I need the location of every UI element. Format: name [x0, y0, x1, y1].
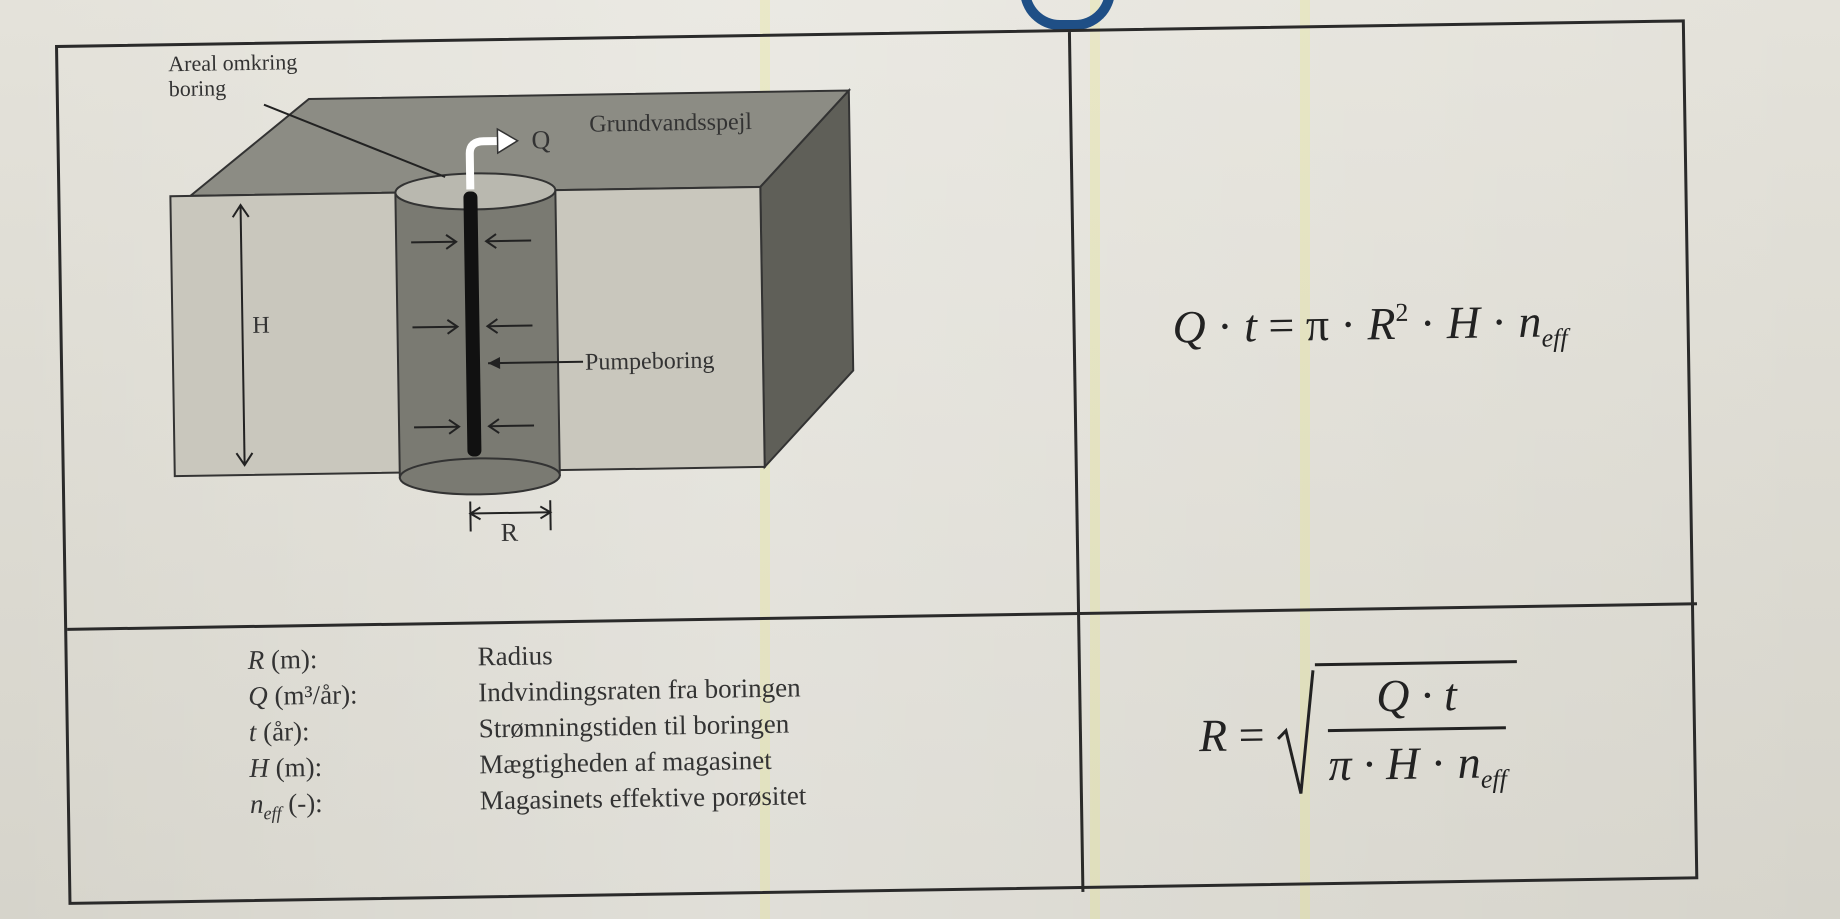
fraction-numerator: Q · t [1375, 669, 1458, 722]
highlight-stripe [1300, 0, 1310, 919]
legend-description: Mægtigheden af magasinet [479, 744, 772, 780]
highlight-stripe [1090, 0, 1100, 919]
legend-unit: (m): [263, 643, 318, 675]
legend-unit: (år): [256, 716, 310, 747]
radius-dimension [468, 500, 553, 532]
legend-description: Magasinets effektive porøsitet [479, 780, 807, 816]
well-diagram: Areal omkring boring Q Grundvandsspejl H… [168, 49, 855, 547]
formula-lhs: R [1198, 709, 1228, 761]
water-table-label: Grundvandsspejl [589, 109, 752, 138]
area-label: Areal omkring [168, 49, 297, 76]
column-divider [1067, 32, 1085, 892]
pump-pointer-head [488, 357, 501, 370]
table-frame: Areal omkring boring Q Grundvandsspejl H… [55, 19, 1699, 905]
pump-pipe [463, 191, 482, 457]
q-label: Q [531, 125, 550, 154]
height-arrow [231, 203, 254, 467]
formula-equals: = [1226, 708, 1277, 761]
area-label-2: boring [169, 75, 227, 101]
fraction-denominator: π · H · neff [1328, 736, 1508, 794]
legend-subscript: eff [263, 802, 282, 824]
pump-pointer-line [488, 360, 584, 365]
legend-row: neff (-): Magasinets effektive porøsitet [250, 780, 807, 825]
outflow-arrow-head [496, 127, 520, 155]
symbol-legend: R (m): Radius Q (m³/år): Indvindingsrate… [247, 636, 806, 825]
outflow-arrow [465, 137, 500, 190]
legend-symbol: H [249, 752, 270, 784]
legend-unit: (m³/år): [267, 679, 358, 711]
legend-unit: (m): [268, 751, 323, 783]
legend-description: Radius [477, 640, 553, 672]
legend-symbol: Q [248, 680, 268, 712]
area-pointer-line [263, 103, 446, 178]
volume-formula: Q · t = π · R2 · H · neff [1172, 295, 1568, 353]
pump-label: Pumpeboring [585, 348, 715, 376]
legend-symbol: R [247, 644, 265, 676]
legend-symbol: n [249, 788, 264, 820]
r-label: R [500, 518, 518, 547]
radius-formula: R = Q · t π · H · neff [1198, 660, 1520, 800]
legend-description: Strømningstiden til boringen [478, 708, 790, 744]
cylinder-bottom [398, 457, 561, 496]
legend-description: Indvindingsraten fra boringen [477, 672, 801, 708]
inflow-arrows [411, 233, 535, 435]
legend-unit: (-): [281, 787, 323, 819]
sqrt-content: Q · t π · H · neff [1314, 660, 1520, 798]
sqrt-sign [1277, 670, 1315, 794]
h-label: H [252, 313, 270, 339]
